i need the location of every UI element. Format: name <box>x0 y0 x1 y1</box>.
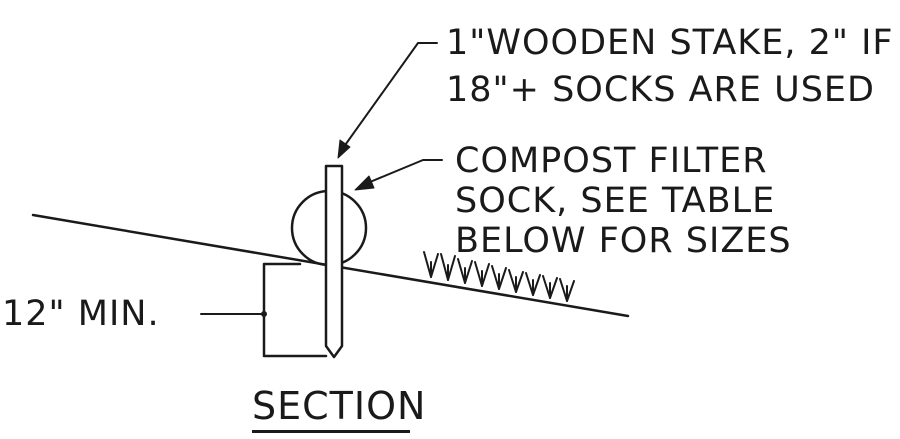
depth-dimension-dot <box>261 311 267 317</box>
section-caption-underline <box>252 430 410 433</box>
arrowhead-icon <box>354 175 375 191</box>
wooden-stake <box>324 164 344 359</box>
stake-callout-line-2: 18"+ SOCKS ARE USED <box>446 70 875 110</box>
sock-callout-line-1: COMPOST FILTER <box>455 141 768 181</box>
section-caption: SECTION <box>252 384 427 428</box>
sock-callout-line-2: SOCK, SEE TABLE <box>455 181 776 221</box>
stake-callout-line-1: 1"WOODEN STAKE, 2" IF <box>446 23 894 63</box>
trench-outline <box>262 262 328 358</box>
sock-callout-line-3: BELOW FOR SIZES <box>455 221 792 261</box>
grass-tufts-icon <box>423 251 575 302</box>
sock-leader-line <box>369 159 443 183</box>
arrowhead-icon <box>337 139 351 159</box>
stake-leader-line <box>342 42 438 149</box>
depth-callout: 12" MIN. <box>2 294 160 334</box>
